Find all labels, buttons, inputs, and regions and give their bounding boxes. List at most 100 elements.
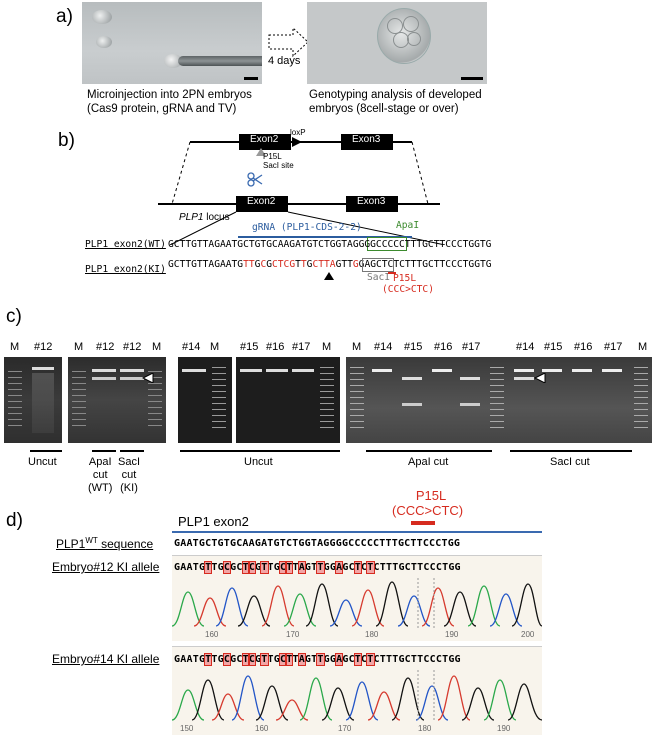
p15l-bar-d (411, 521, 435, 525)
ki-seq-segment: T (295, 259, 301, 270)
gel2-apai-3: (WT) (88, 482, 113, 494)
gel1-caption: Uncut (28, 456, 57, 468)
ki-base: T (366, 561, 375, 574)
ki-seq-segment: T (300, 259, 307, 270)
gel2-saci-2: cut (121, 469, 137, 481)
gel3b (236, 357, 340, 443)
ki-base: G (448, 654, 455, 665)
ki-base: G (255, 654, 262, 665)
ki-base: T (267, 654, 274, 665)
gel3a (178, 357, 232, 443)
e12-tick-3: 190 (445, 630, 459, 639)
arrow-text: 4 days (268, 55, 301, 67)
ki-base: C (236, 562, 243, 573)
gel3-caption: Uncut (244, 456, 273, 468)
mutation-label-d: (CCC>CTC) (392, 503, 464, 518)
gel4-caption-s: SacI cut (550, 456, 590, 468)
ki-base: A (180, 654, 187, 665)
ki-base: G (304, 654, 312, 665)
cut-site-triangle (324, 272, 334, 280)
ki-base: T (311, 654, 318, 665)
gel3-underline (180, 450, 340, 452)
grna-underline (238, 236, 412, 238)
gel4-lane-17a: #17 (462, 341, 481, 353)
ki-base: T (241, 653, 250, 666)
e14-tick-3: 180 (418, 724, 432, 733)
panel-b-label: b) (58, 130, 75, 151)
gel2-apai-2: cut (92, 469, 108, 481)
ki-base: T (292, 562, 299, 573)
ki-base: C (435, 654, 443, 665)
e14-sequence: GAATGTTGCGCTCGTTGCTTAGTTGGAGCTCTCTTTGCTT… (174, 653, 461, 666)
ki-base: T (385, 654, 393, 665)
p15l-label-b: P15L (393, 273, 417, 284)
ki-base: T (417, 654, 424, 665)
ki-seq-segment: CTTA (312, 259, 336, 270)
p15l-label-d: P15L (415, 488, 447, 503)
gel2-lane-12a: #12 (96, 341, 115, 353)
panel-a-label: a) (56, 6, 73, 27)
ki-base: T (211, 654, 218, 665)
ki-seq-segment: GAGCTCTCTTTGCTTCCCTGGTG (358, 259, 492, 270)
e14-label: Embryo#14 KI allele (52, 652, 160, 666)
gel4-lane-14s: #14 (516, 341, 535, 353)
ki-base: G (174, 562, 181, 573)
ki-base: G (323, 562, 330, 573)
p15l-small-label: P15L (263, 152, 282, 161)
ki-base: T (417, 562, 424, 573)
gel4-lane-m2: M (638, 341, 648, 353)
microinjection-image (82, 2, 262, 84)
gel3-lane-m2: M (322, 341, 332, 353)
ki-base: T (204, 561, 213, 574)
ki-base: A (335, 653, 344, 666)
gel4-lane-16a: #16 (434, 341, 453, 353)
ki-base: C (435, 562, 443, 573)
ki-base: G (255, 562, 262, 573)
gel3-lane-17: #17 (292, 341, 311, 353)
gel2-band-arrow (142, 373, 154, 383)
gel4-lane-m1: M (352, 341, 362, 353)
wt-sequence-d: GAATGCTGTGCAAGATGTCTGGTAGGGGCCCCCTTTGCTT… (174, 538, 461, 549)
e12-tick-4: 200 (521, 630, 535, 639)
ki-seq-segment: GCTTGTTAGAATG (168, 259, 244, 270)
ki-base: T (353, 653, 363, 666)
ki-base: C (373, 654, 380, 665)
ki-base: C (429, 654, 436, 665)
caption-left-1: Microinjection into 2PN embryos (87, 89, 252, 101)
loxp-label: loxP (290, 128, 306, 137)
ki-base: T (392, 562, 399, 573)
ki-base: T (285, 653, 294, 666)
ki-seq-segment: CTCG (272, 259, 296, 270)
panel-c-label: c) (6, 306, 22, 327)
ki-seq-segment: GTT (335, 259, 353, 270)
ki-base: C (278, 653, 288, 666)
gel4-lane-17s: #17 (604, 341, 623, 353)
e12-tick-2: 180 (365, 630, 379, 639)
ki-base: C (361, 562, 368, 573)
gel3-lane-16: #16 (266, 341, 285, 353)
ki-base: G (329, 562, 337, 573)
ki-base: T (366, 653, 375, 666)
ki-base: T (410, 562, 418, 573)
caption-right-2: embryos (8cell-stage or over) (309, 103, 459, 115)
ki-base: A (180, 562, 187, 573)
ki-base: A (297, 561, 306, 574)
ki-seq-label: PLP1 exon2(KI) (85, 264, 166, 275)
embryo-image (307, 2, 487, 84)
e12-sequence: GAATGTTGCGCTCGTTGCTTAGTTGGAGCTCTCTTTGCTT… (174, 561, 461, 574)
ki-base: T (267, 562, 274, 573)
ki-base: G (304, 562, 312, 573)
chromatogram-12 (172, 578, 542, 628)
ki-base: G (273, 562, 280, 573)
ki-sequence: GCTTGTTAGAATGTTGCGCTCGTTGCTTAGTTGGAGCTCT… (168, 259, 492, 270)
ki-base: G (217, 654, 224, 665)
gel2-underline-s (120, 450, 144, 452)
ki-base: T (385, 562, 393, 573)
ki-base: G (398, 562, 405, 573)
ki-base: G (198, 562, 206, 573)
ki-base: T (192, 654, 199, 665)
ki-base: T (410, 654, 418, 665)
ki-base: T (285, 561, 294, 574)
exon-blue-bar (172, 531, 542, 533)
ki-base: C (348, 654, 355, 665)
